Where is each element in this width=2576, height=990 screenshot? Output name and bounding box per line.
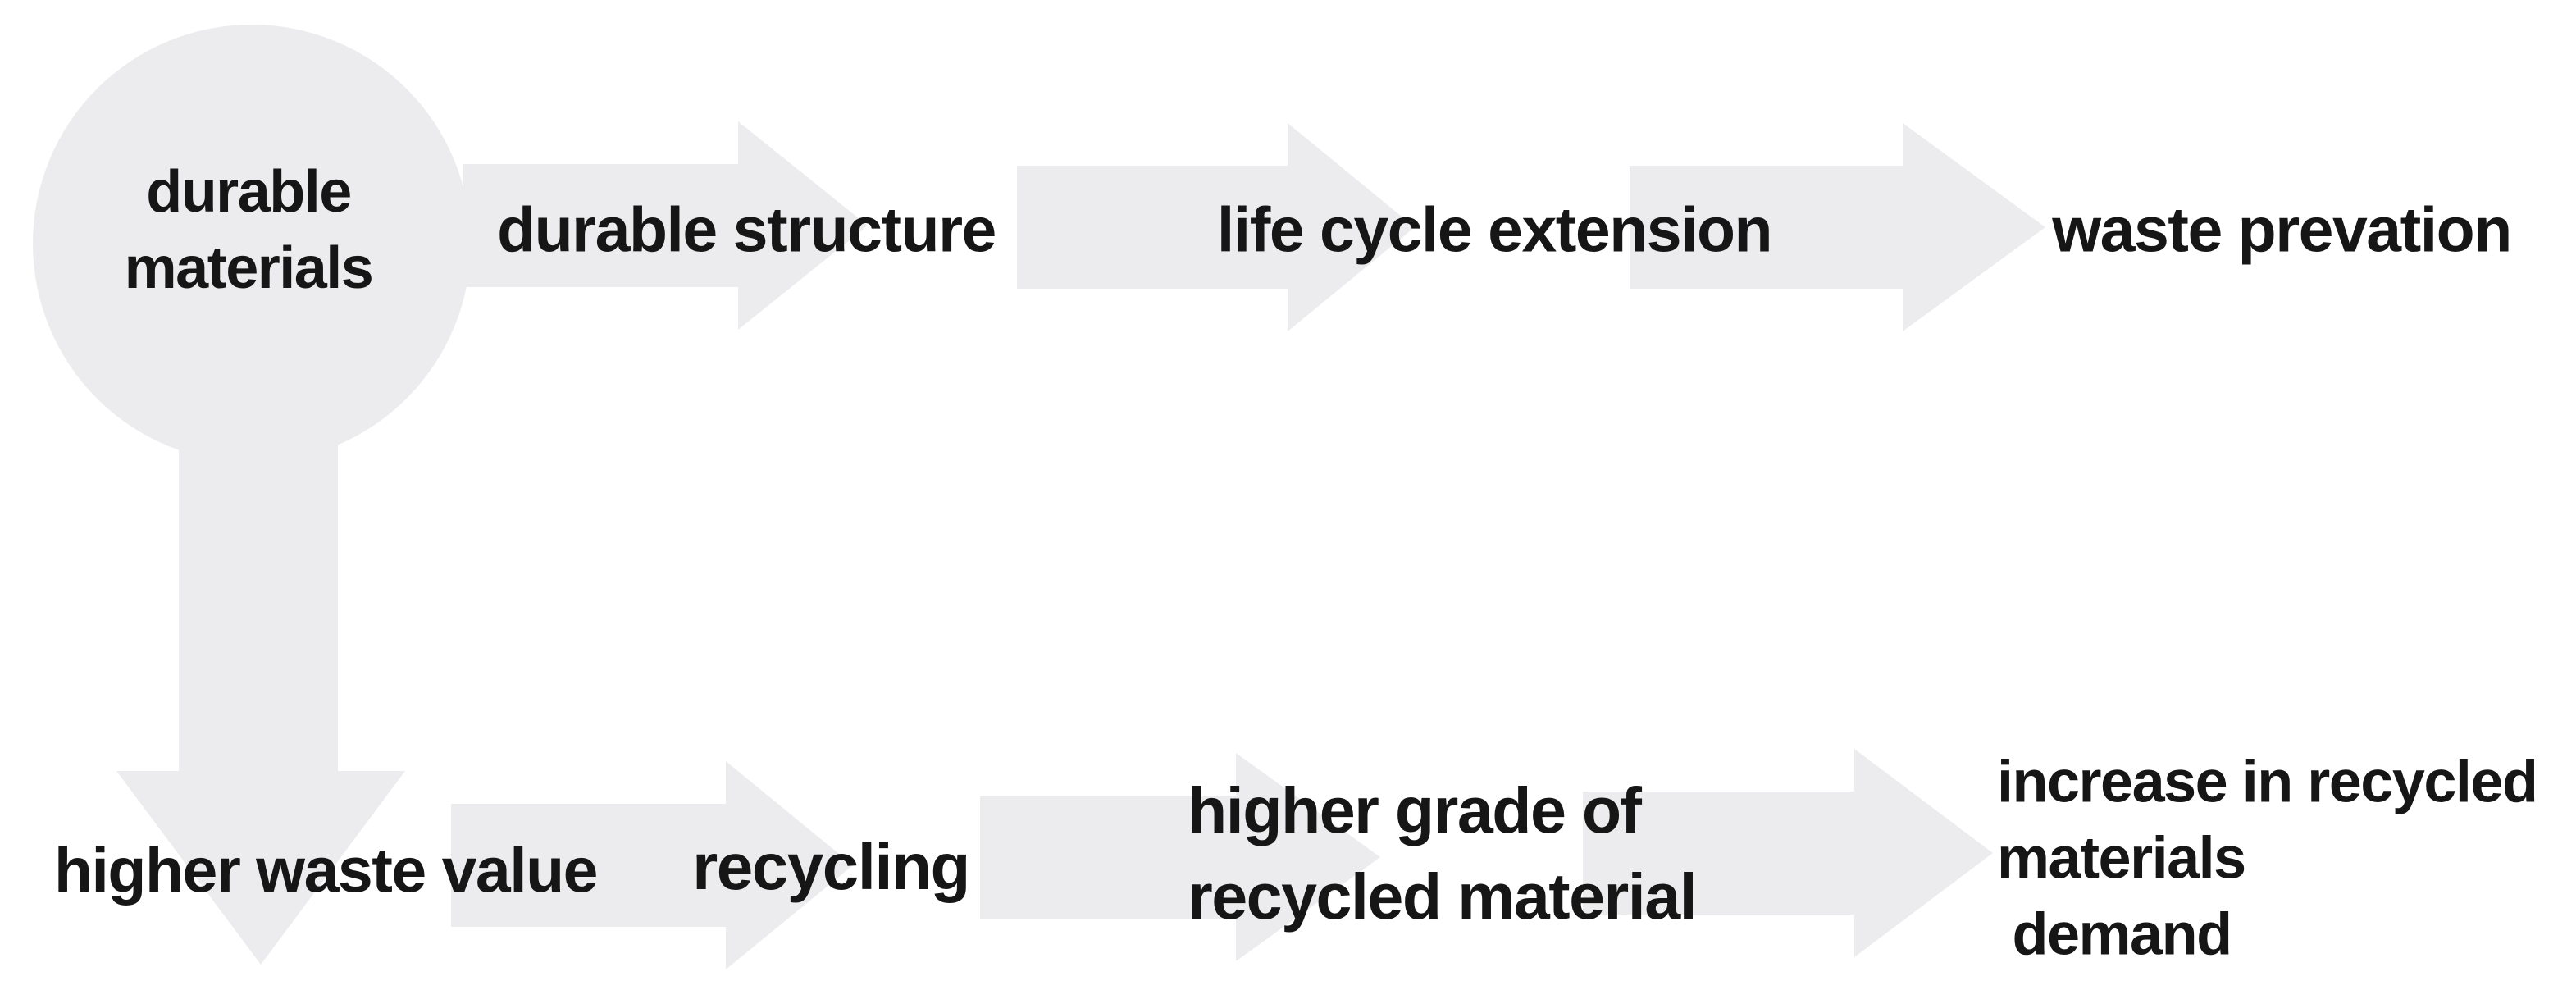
label-durable-materials: durable materials bbox=[124, 159, 374, 301]
arrow-shaft bbox=[179, 443, 338, 773]
durable-materials-circle bbox=[33, 25, 471, 463]
arrow-head bbox=[116, 771, 405, 965]
label-life-cycle-extension: life cycle extension bbox=[1216, 194, 1773, 266]
label-durable-structure: durable structure bbox=[497, 194, 996, 266]
label-higher-grade-of-recycled-material: higher grade of recycled material bbox=[1188, 773, 1698, 933]
arrow-head bbox=[1903, 123, 2045, 331]
label-increase-in-recycled-materials-demand: increase in recycled materials demand bbox=[1997, 749, 2538, 968]
label-recycling: recycling bbox=[692, 830, 970, 903]
arrow-shaft bbox=[1017, 166, 1288, 289]
arrow-shaft bbox=[463, 164, 738, 287]
arrow-head bbox=[1236, 753, 1380, 961]
label-waste-prevation: waste prevation bbox=[2052, 194, 2512, 266]
arrow-shaft bbox=[1630, 166, 1903, 289]
arrow-head bbox=[1288, 123, 1415, 331]
arrow-shaft bbox=[1583, 792, 1854, 915]
label-higher-waste-value: higher waste value bbox=[54, 835, 598, 906]
arrow-shaft bbox=[451, 804, 726, 927]
arrow-shaft bbox=[980, 796, 1236, 919]
arrow-head bbox=[738, 121, 868, 330]
arrow-head bbox=[726, 761, 853, 969]
arrow-head bbox=[1854, 749, 1993, 957]
